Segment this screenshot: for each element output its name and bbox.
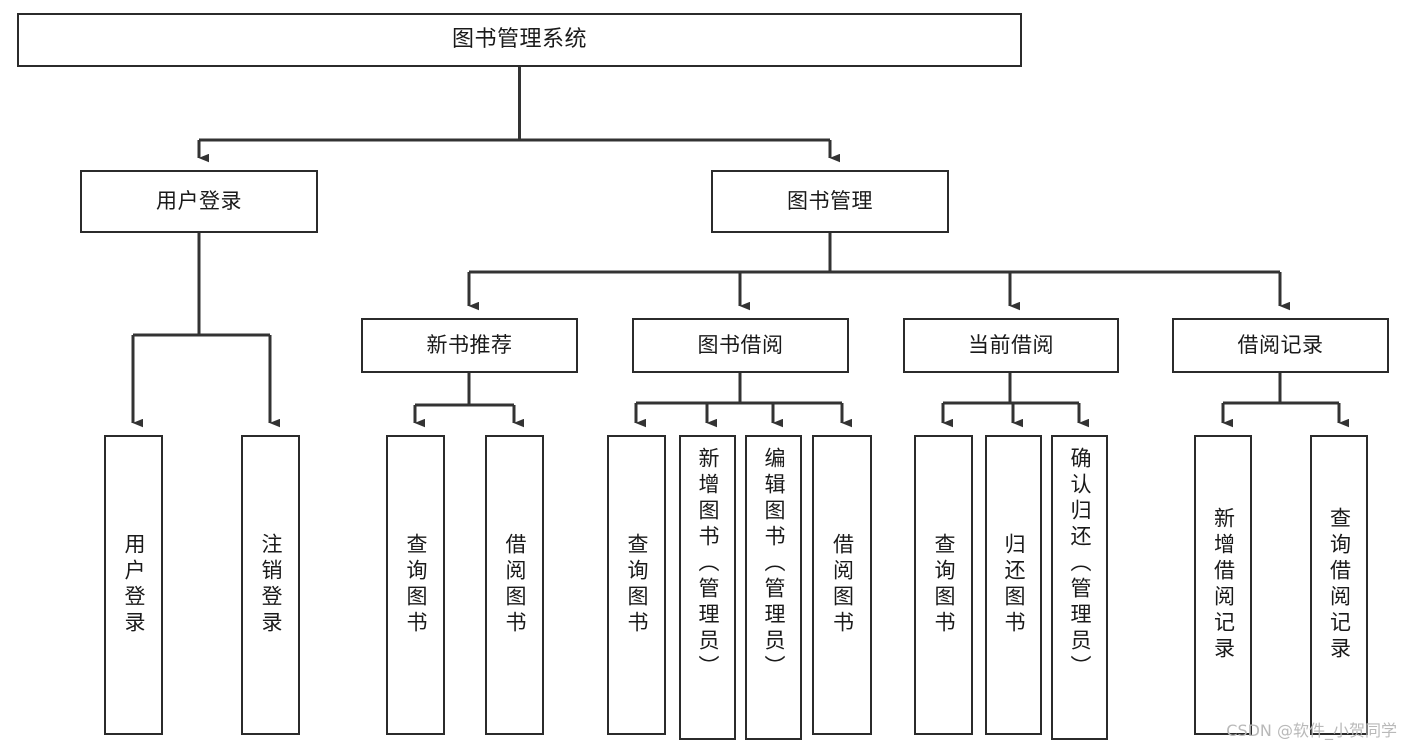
node-label: 借阅图书 [830, 533, 855, 637]
node-leaf-borrow-book-recommend[interactable]: 借阅图书 [485, 435, 544, 735]
node-label: 图书借阅 [697, 332, 784, 357]
node-label: 用户登录 [156, 188, 242, 213]
node-label: 查询图书 [625, 533, 649, 637]
node-leaf-add-book-admin[interactable]: 新增图书（管理员） [679, 435, 736, 740]
node-label: 查询借阅记录 [1327, 507, 1352, 663]
node-label: 确认归还（管理员） [1068, 447, 1092, 681]
node-label: 编辑图书（管理员） [762, 447, 786, 681]
node-current-borrow[interactable]: 当前借阅 [903, 318, 1119, 373]
node-leaf-query-borrow-record[interactable]: 查询借阅记录 [1310, 435, 1368, 735]
node-new-book-recommend[interactable]: 新书推荐 [361, 318, 578, 373]
node-label: 当前借阅 [968, 332, 1054, 357]
node-label: 查询图书 [404, 533, 428, 637]
node-leaf-query-book-current[interactable]: 查询图书 [914, 435, 973, 735]
node-label: 新增图书（管理员） [696, 447, 720, 681]
node-leaf-logout[interactable]: 注销登录 [241, 435, 300, 735]
node-root-system[interactable]: 图书管理系统 [17, 13, 1022, 67]
node-label: 用户登录 [122, 533, 146, 637]
node-leaf-edit-book-admin[interactable]: 编辑图书（管理员） [745, 435, 802, 740]
node-leaf-borrow-book[interactable]: 借阅图书 [812, 435, 872, 735]
node-label: 借阅图书 [503, 533, 527, 637]
node-leaf-confirm-return-admin[interactable]: 确认归还（管理员） [1051, 435, 1108, 740]
node-label: 注销登录 [259, 533, 283, 637]
node-book-manage[interactable]: 图书管理 [711, 170, 949, 233]
node-leaf-return-book[interactable]: 归还图书 [985, 435, 1042, 735]
node-label: 借阅记录 [1237, 332, 1324, 357]
node-label: 查询图书 [932, 533, 956, 637]
node-borrow-record[interactable]: 借阅记录 [1172, 318, 1389, 373]
node-label: 新增借阅记录 [1211, 507, 1236, 663]
node-label: 归还图书 [1002, 533, 1026, 637]
node-label: 图书管理系统 [451, 26, 587, 52]
node-label: 图书管理 [787, 188, 873, 213]
node-leaf-add-borrow-record[interactable]: 新增借阅记录 [1194, 435, 1252, 735]
node-leaf-user-login[interactable]: 用户登录 [104, 435, 163, 735]
node-user-login[interactable]: 用户登录 [80, 170, 318, 233]
node-leaf-query-book[interactable]: 查询图书 [607, 435, 666, 735]
node-leaf-query-book-recommend[interactable]: 查询图书 [386, 435, 445, 735]
node-label: 新书推荐 [426, 332, 513, 357]
node-book-borrow[interactable]: 图书借阅 [632, 318, 849, 373]
